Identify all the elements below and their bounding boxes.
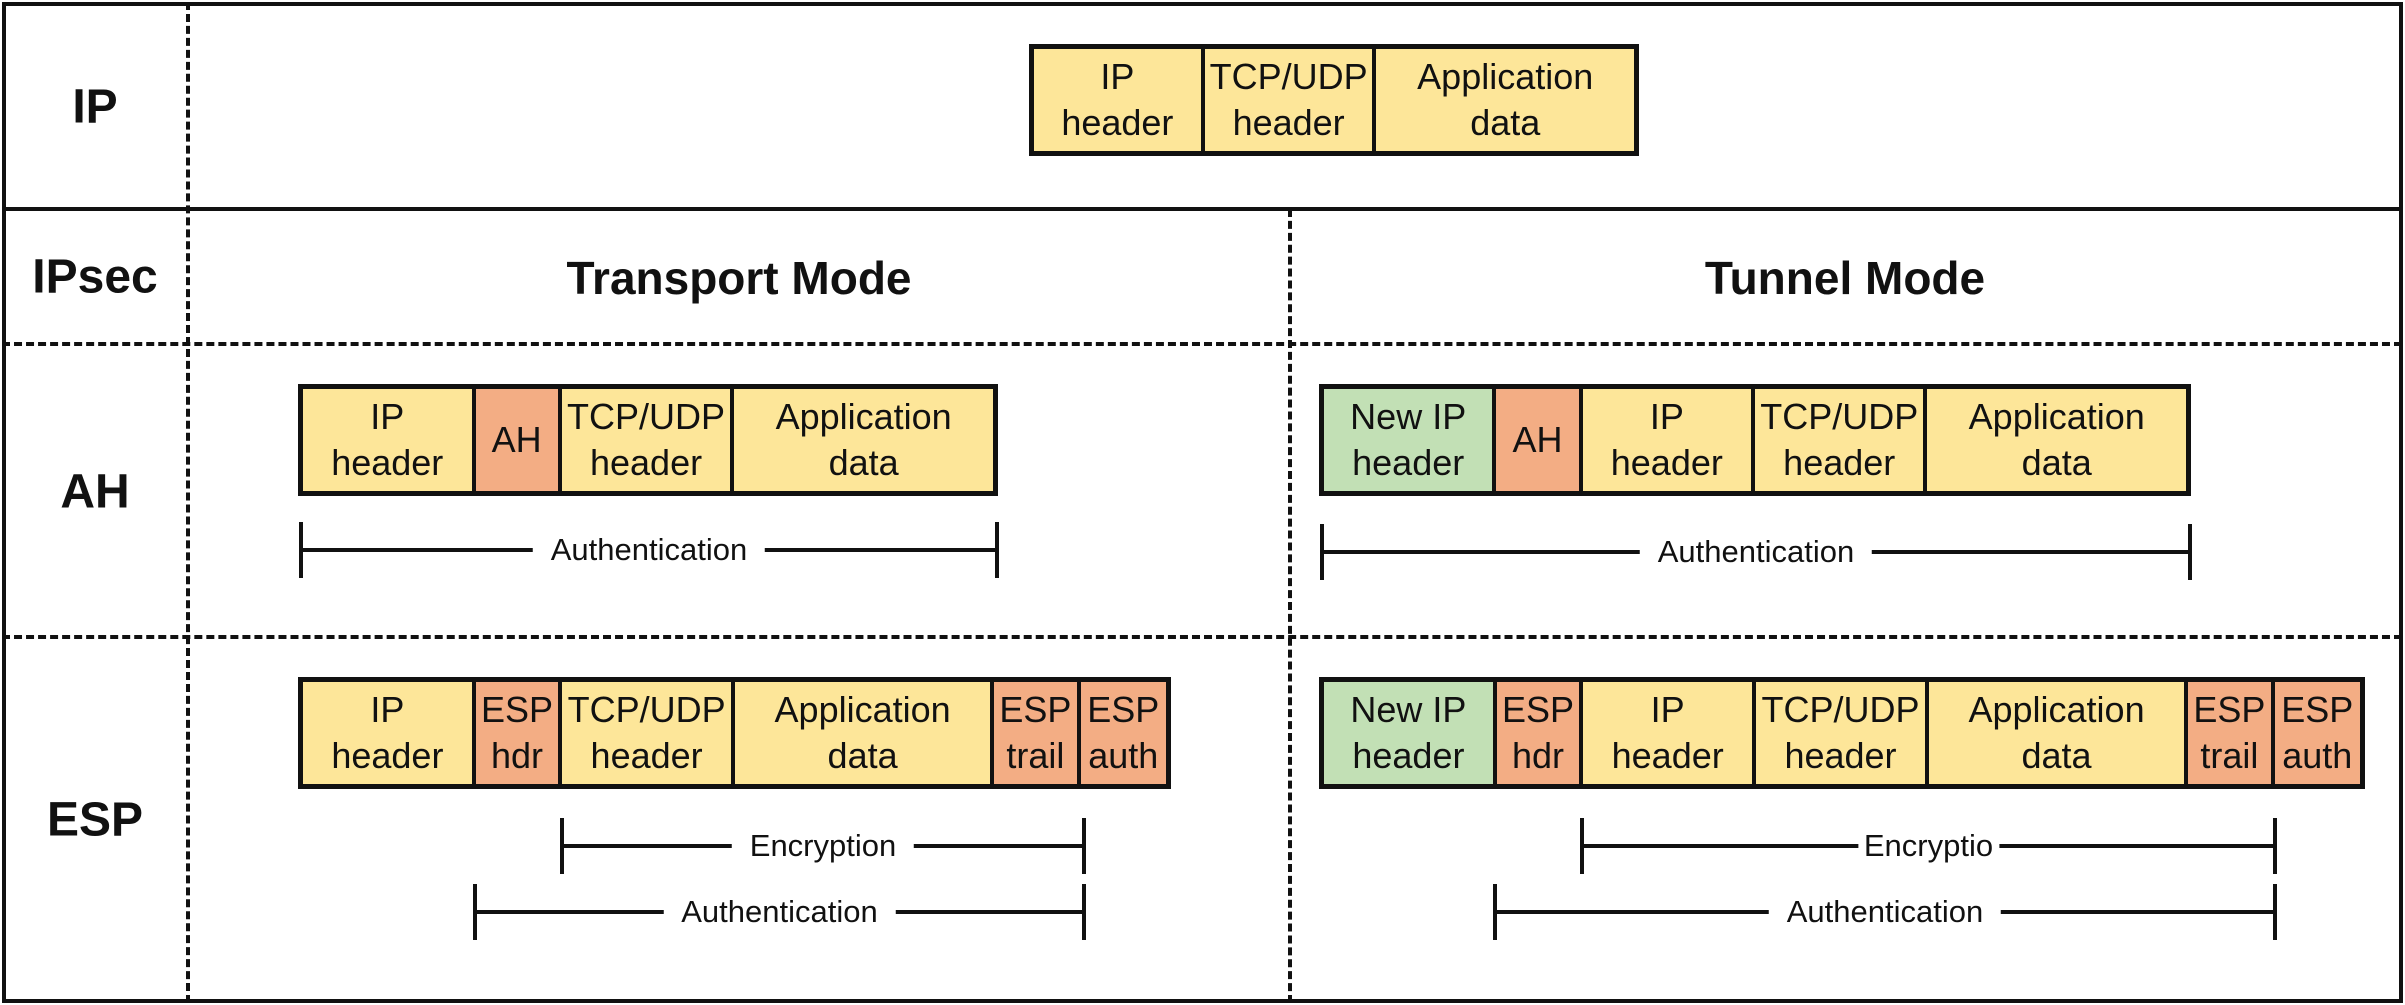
packet-field: TCP/UDP header [1756, 682, 1929, 784]
packet-field: TCP/UDP header [561, 389, 735, 491]
frame-bottom [2, 999, 2402, 1003]
bracket-label: Authentication [1768, 894, 2002, 930]
row-label-ipsec: IPsec [32, 250, 158, 304]
row-separator-ah [2, 635, 2402, 639]
bracket-tick-right [995, 522, 999, 578]
row-label-ip: IP [72, 80, 118, 134]
row-separator-ipsec [2, 342, 2402, 346]
packet-field: ESP hdr [1496, 682, 1584, 784]
bracket-tick-right [2273, 818, 2277, 874]
bracket-tick-right [2273, 884, 2277, 940]
packet-field: ESP trail [994, 682, 1081, 784]
packet-field: TCP/UDP header [562, 682, 735, 784]
bracket-label: Authentication [663, 894, 896, 930]
bracket-ah-tunnel-authentication: Authentication [1320, 524, 2192, 580]
bracket-tick-left [1493, 884, 1497, 940]
bracket-tick-right [2188, 524, 2192, 580]
packet-field: Application data [1928, 682, 2189, 784]
packet-field: Application data [734, 389, 993, 491]
packet-field: IP header [303, 682, 476, 784]
row-label-esp: ESP [46, 793, 144, 847]
column-title-transport: Transport Mode [566, 252, 912, 304]
packet-field: ESP trail [2188, 682, 2275, 784]
bracket-label: Authentication [532, 532, 766, 568]
bracket-esp-tunnel-authentication: Authentication [1493, 884, 2277, 940]
mode-column-separator [1288, 209, 1292, 1003]
frame-top [2, 2, 2402, 6]
packet-field: AH [475, 389, 562, 491]
packet-field: IP header [1582, 389, 1756, 491]
packet-field: ESP auth [2274, 682, 2360, 784]
packet-field: Application data [1376, 49, 1634, 151]
bracket-tick-right [1082, 818, 1086, 874]
packet-field: AH [1496, 389, 1583, 491]
row-separator-ip [2, 207, 2402, 211]
column-title-tunnel: Tunnel Mode [1704, 252, 1986, 304]
bracket-label: Authentication [1639, 534, 1873, 570]
packet-field: Application data [735, 682, 995, 784]
bracket-tick-right [1082, 884, 1086, 940]
bracket-esp-transport-authentication: Authentication [473, 884, 1086, 940]
packet-field: TCP/UDP header [1204, 49, 1377, 151]
packet-field: TCP/UDP header [1755, 389, 1928, 491]
bracket-tick-left [473, 884, 477, 940]
bracket-label: Encryption [731, 828, 915, 864]
packet-field: Application data [1927, 389, 2186, 491]
frame-left [2, 2, 6, 1003]
packet-field: New IP header [1324, 389, 1497, 491]
bracket-esp-tunnel-encryption: Encryptio [1580, 818, 2277, 874]
row-label-ah: AH [60, 465, 130, 519]
packet-field: ESP hdr [475, 682, 563, 784]
packet-field: New IP header [1324, 682, 1497, 784]
bracket-tick-left [299, 522, 303, 578]
bracket-tick-left [1320, 524, 1324, 580]
label-column-separator [186, 2, 190, 1003]
bracket-ah-transport-authentication: Authentication [299, 522, 999, 578]
bracket-tick-left [1580, 818, 1584, 874]
bracket-tick-left [560, 818, 564, 874]
bracket-esp-transport-encryption: Encryption [560, 818, 1086, 874]
packet-field: IP header [1034, 49, 1205, 151]
bracket-label: Encryptio [1857, 828, 2000, 864]
packet-field: IP header [303, 389, 476, 491]
packet-field: ESP auth [1080, 682, 1166, 784]
frame-right [2399, 2, 2403, 1003]
packet-field: IP header [1583, 682, 1757, 784]
